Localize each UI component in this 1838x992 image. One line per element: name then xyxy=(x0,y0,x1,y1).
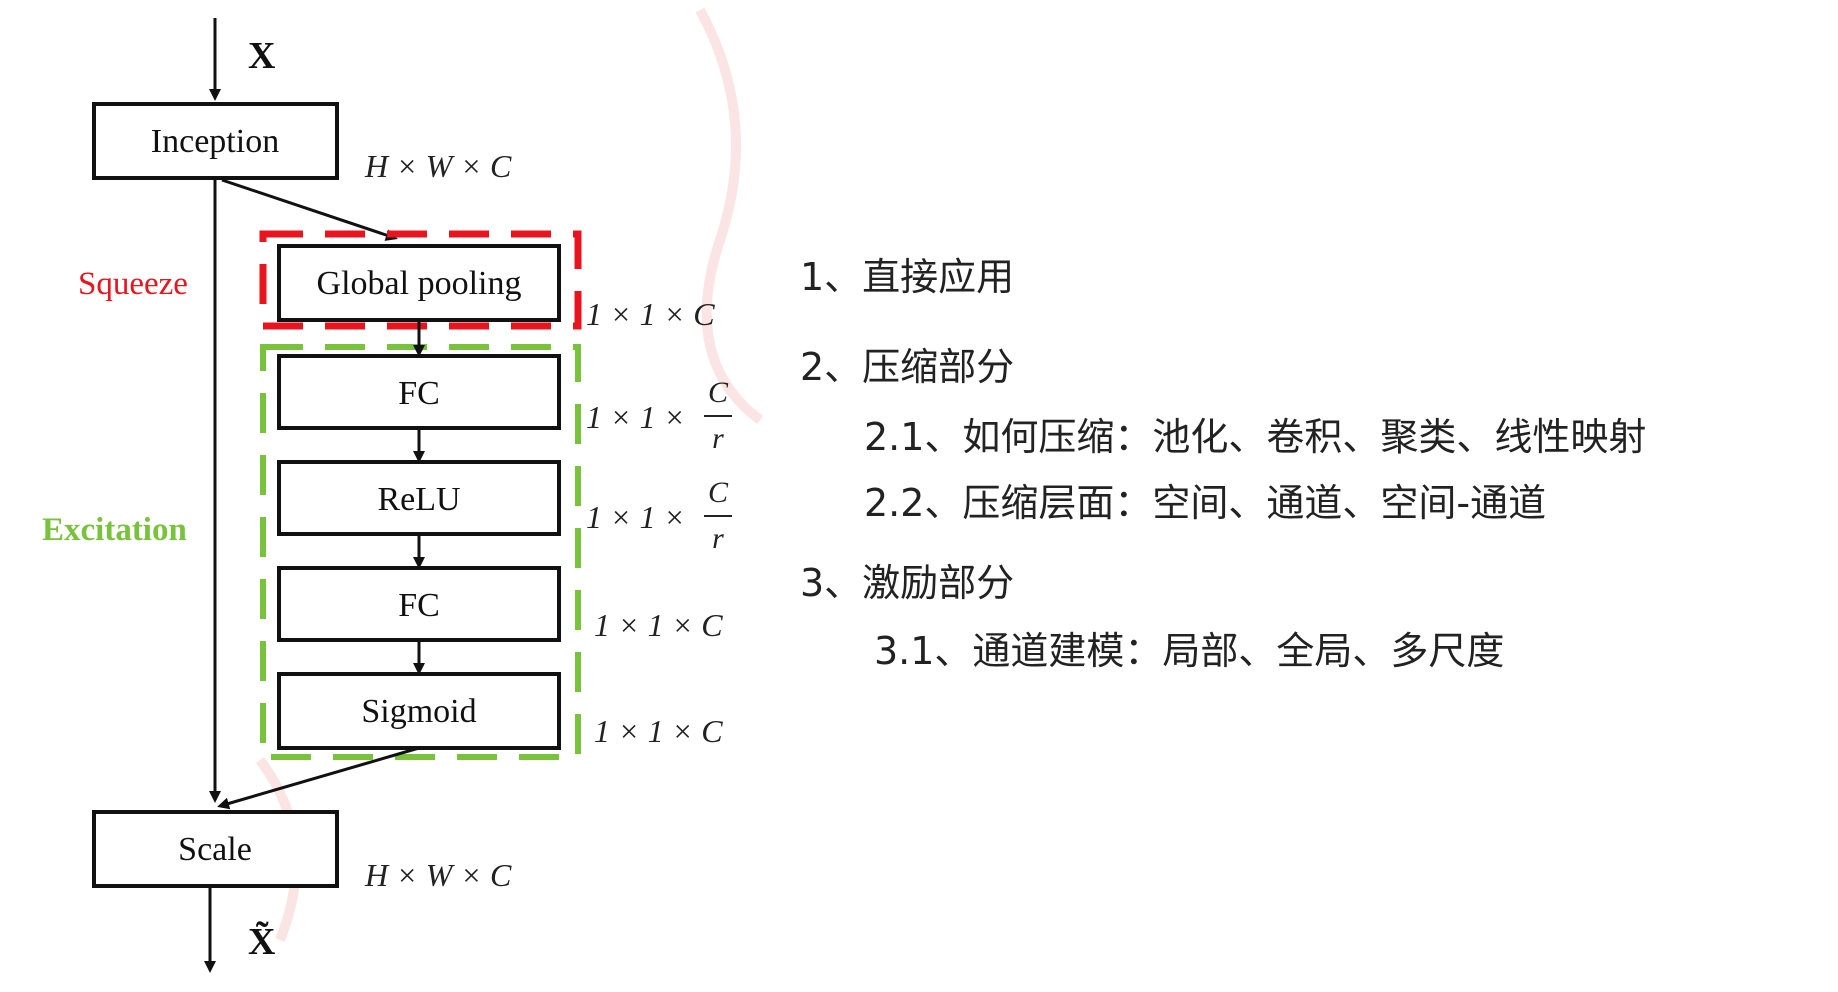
input-label: X xyxy=(248,35,275,77)
dim-fc1-num: C xyxy=(708,376,729,409)
relu-block xyxy=(277,460,561,536)
dim-fc1: 1 × 1 × C r xyxy=(586,376,732,455)
dim-sigmoid: 1 × 1 × C xyxy=(594,713,723,749)
dim-relu-den: r xyxy=(712,522,724,555)
relu-label: ReLU xyxy=(377,481,460,518)
note-3-1: 3.1、通道建模：局部、全局、多尺度 xyxy=(874,629,1505,673)
scale-label: Scale xyxy=(178,831,252,868)
sigmoid-block xyxy=(277,672,561,750)
fc2-label: FC xyxy=(398,587,440,624)
dim-scale: H × W × C xyxy=(364,857,512,893)
fc1-label: FC xyxy=(398,375,440,412)
dim-relu-base: 1 × 1 × xyxy=(586,499,685,535)
fc1-block xyxy=(277,354,561,430)
dim-relu: 1 × 1 × C r xyxy=(586,476,732,555)
global-pooling-block xyxy=(277,244,561,322)
inception-label: Inception xyxy=(151,123,279,160)
note-1: 1、直接应用 xyxy=(800,255,1015,299)
fc2-block xyxy=(277,566,561,642)
note-3: 3、激励部分 xyxy=(800,561,1015,605)
dim-fc2: 1 × 1 × C xyxy=(594,607,723,643)
note-2-2: 2.2、压缩层面：空间、通道、空间-通道 xyxy=(864,481,1547,525)
dim-fc1-base: 1 × 1 × xyxy=(586,399,685,435)
dim-relu-num: C xyxy=(708,476,729,509)
output-label: X̃ xyxy=(248,921,275,963)
sigmoid-to-scale-arrow xyxy=(217,746,420,810)
note-2: 2、压缩部分 xyxy=(800,345,1015,389)
scale-block xyxy=(92,810,339,888)
sigmoid-label: Sigmoid xyxy=(361,693,476,730)
squeeze-label: Squeeze xyxy=(78,266,188,302)
dim-global-pooling: 1 × 1 × C xyxy=(586,296,715,332)
dim-inception: H × W × C xyxy=(364,148,512,184)
global-pooling-label: Global pooling xyxy=(317,265,522,302)
branch-arrow xyxy=(221,178,398,241)
dim-fc1-den: r xyxy=(712,422,724,455)
note-2-1: 2.1、如何压缩：池化、卷积、聚类、线性映射 xyxy=(864,415,1647,459)
excitation-label: Excitation xyxy=(42,512,187,548)
